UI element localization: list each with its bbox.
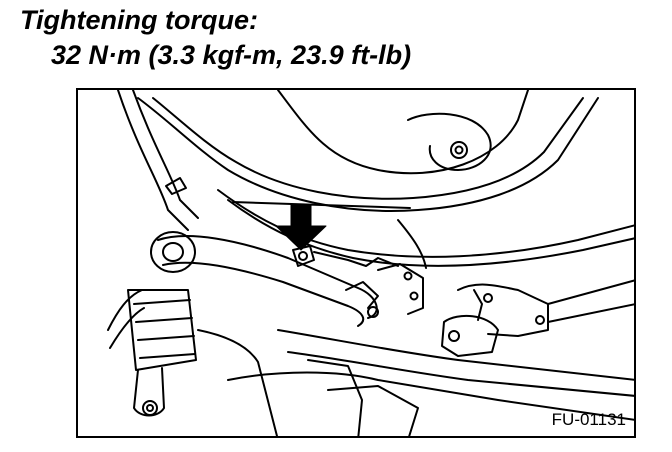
- long-bracket: [117, 90, 199, 231]
- torque-value: 32 N·m (3.3 kgf-m, 23.9 ft-lb): [51, 40, 412, 70]
- mechanical-illustration: [107, 90, 634, 436]
- lateral-link: [150, 231, 379, 327]
- shock-absorber: [107, 289, 197, 417]
- figure-frame: FU-01131: [76, 88, 636, 438]
- arrow-down-icon: [275, 204, 327, 251]
- right-bracket: [441, 279, 634, 357]
- upper-housing: [137, 90, 599, 212]
- lower-frame: [197, 219, 634, 436]
- figure-id: FU-01131: [551, 410, 626, 429]
- torque-title: Tightening torque:: [20, 5, 258, 35]
